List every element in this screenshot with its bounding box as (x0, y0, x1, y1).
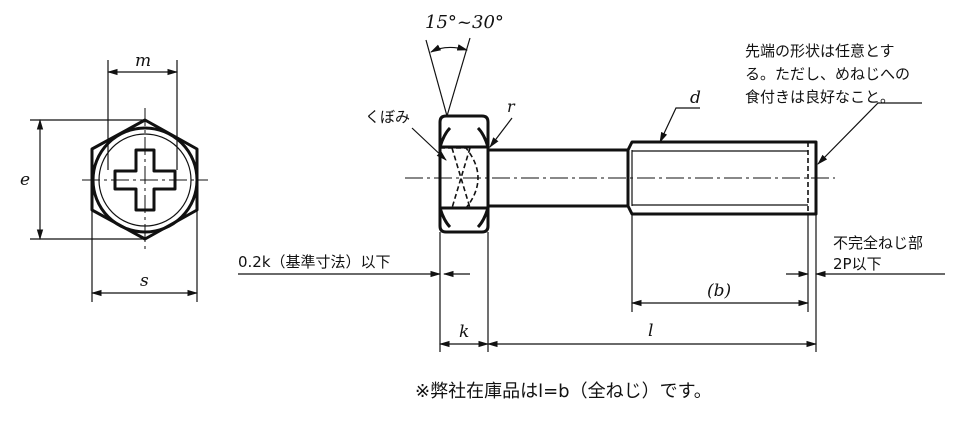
r-label: r (507, 97, 516, 116)
b-label: (b) (707, 281, 731, 301)
recess-hidden-diag1 (451, 147, 471, 209)
head-arc-top (438, 126, 490, 148)
kubomi-leader (411, 127, 447, 161)
s-label: s (140, 271, 149, 291)
kubomi-label: くぼみ (365, 108, 410, 126)
angle-label: 15°~30° (425, 12, 504, 33)
k-ref-label: 0.2k（基準寸法）以下 (238, 253, 391, 271)
angle-arc (430, 44, 469, 53)
m-label: m (135, 51, 151, 71)
angle-ext-1 (425, 39, 448, 117)
tip-note-line3: 食付きは良好なこと。 (745, 88, 895, 106)
d-label: d (690, 88, 701, 108)
r-leader (489, 117, 513, 148)
recess-hidden-diag2 (451, 147, 471, 209)
k-label: k (459, 322, 469, 342)
phillips-recess (113, 148, 177, 212)
l-label: l (648, 321, 653, 341)
incomplete-label-line2: 2P以下 (833, 255, 882, 273)
incomplete-label-line1: 不完全ねじ部 (833, 234, 923, 252)
d-leader (659, 107, 700, 143)
stock-note: ※弊社在庫品はl=b（全ねじ）です。 (415, 381, 712, 402)
hex-end-view: m e s (20, 51, 208, 302)
bolt-head (438, 114, 490, 234)
tip-note-line1: 先端の形状は任意とす (745, 42, 895, 60)
tip-leader (817, 102, 922, 165)
head-arc-bottom (438, 207, 490, 229)
bolt-side-view: 15°~30° くぼみ r d k l (b) (238, 12, 945, 352)
e-label: e (20, 170, 30, 190)
tip-note-line2: る。ただし、めねじへの (745, 65, 910, 83)
